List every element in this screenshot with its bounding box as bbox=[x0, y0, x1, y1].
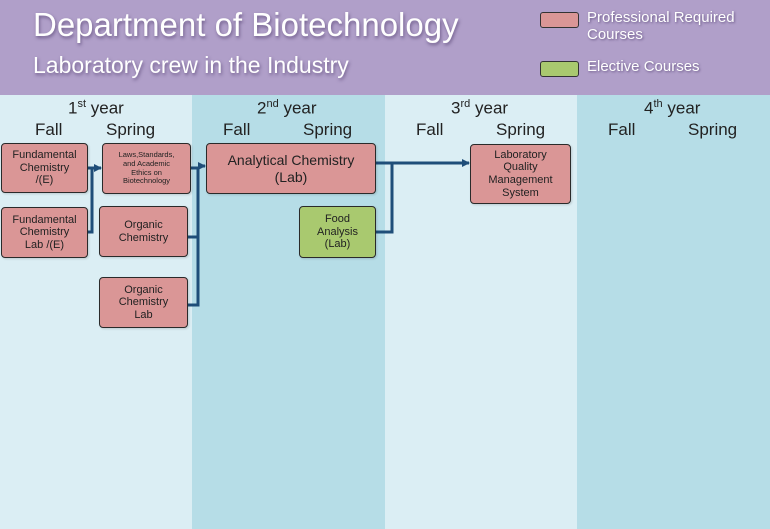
course-label-line: Ethics on bbox=[131, 167, 162, 177]
year-2-heading: 2nd year bbox=[257, 98, 317, 118]
course-label-line: Laboratory bbox=[494, 148, 547, 161]
course-label-line: Analysis bbox=[317, 225, 358, 238]
year-4-fall: Fall bbox=[608, 120, 636, 139]
course-label-line: Laws,Standards, bbox=[118, 150, 175, 160]
year-3-fall: Fall bbox=[416, 120, 444, 139]
course-analytical-chemistry-lab[interactable]: Analytical Chemistry(Lab) bbox=[206, 143, 376, 194]
course-label-line: System bbox=[502, 186, 539, 199]
course-label-line: Chemistry bbox=[19, 161, 70, 174]
course-label-line: Organic bbox=[124, 218, 163, 231]
legend-elective-label: Elective Courses bbox=[587, 58, 700, 75]
course-label-line: Fundamental bbox=[12, 213, 77, 226]
course-label-line: Management bbox=[488, 174, 553, 186]
legend-required-label: Professional Required Courses bbox=[587, 9, 735, 43]
course-label-line: (Lab) bbox=[324, 238, 351, 251]
required-swatch-icon bbox=[540, 12, 579, 28]
elective-swatch-icon bbox=[540, 61, 579, 77]
course-label-line: Chemistry bbox=[118, 296, 169, 309]
legend-required: Professional Required Courses bbox=[540, 9, 757, 43]
year-2-spring: Spring bbox=[303, 120, 353, 139]
course-label-line: Organic bbox=[124, 283, 163, 296]
course-label-line: /(E) bbox=[35, 174, 54, 187]
year-2-fall: Fall bbox=[223, 120, 251, 139]
page-subtitle: Laboratory crew in the Industry bbox=[33, 52, 349, 78]
legend-elective: Elective Courses bbox=[540, 58, 700, 77]
year-1-spring: Spring bbox=[106, 120, 156, 139]
course-label-line: Lab /(E) bbox=[24, 238, 65, 251]
year-3-spring: Spring bbox=[496, 120, 546, 139]
year-1-heading: 1st year bbox=[68, 98, 124, 118]
year-1-fall: Fall bbox=[35, 120, 63, 139]
course-label-line: Quality bbox=[503, 161, 538, 174]
header-banner: Department of Biotechnology Laboratory c… bbox=[0, 0, 770, 95]
year-4-column bbox=[577, 95, 770, 529]
year-3-heading: 3rd year bbox=[451, 98, 509, 118]
course-label-line: Biotechnology bbox=[122, 176, 171, 186]
course-label-line: Chemistry bbox=[19, 226, 70, 239]
course-label-line: (Lab) bbox=[274, 168, 308, 185]
course-label-line: Analytical Chemistry bbox=[227, 152, 355, 169]
course-label-line: Fundamental bbox=[12, 149, 77, 162]
course-label-line: and Academic bbox=[122, 158, 171, 168]
course-label-line: Chemistry bbox=[118, 231, 169, 244]
year-4-spring: Spring bbox=[688, 120, 738, 139]
year-4-heading: 4th year bbox=[644, 98, 701, 118]
course-label-line: Lab bbox=[134, 308, 153, 321]
course-label-line: Food bbox=[324, 213, 351, 226]
page-title: Department of Biotechnology bbox=[33, 6, 459, 43]
